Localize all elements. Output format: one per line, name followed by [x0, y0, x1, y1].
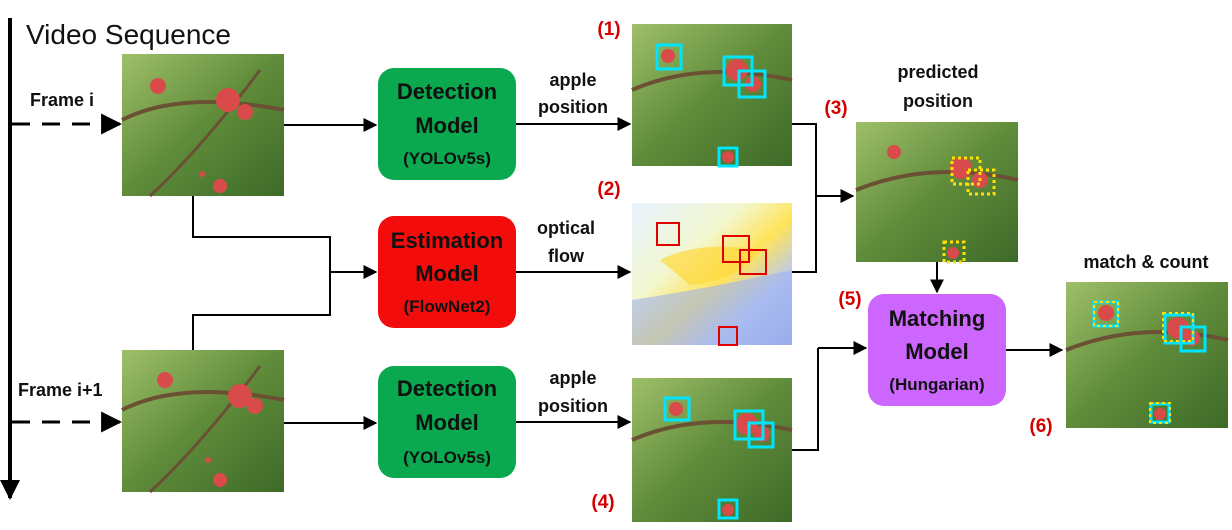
detection-top-title: Detection — [397, 79, 497, 104]
detection-model-top: Detection Model (YOLOv5s) — [378, 68, 516, 180]
apple-position-bottom-label-2: position — [538, 396, 608, 416]
detection-model-bottom: Detection Model (YOLOv5s) — [378, 366, 516, 478]
step-6-number: (6) — [1029, 416, 1052, 437]
apple-position-top-label-2: position — [538, 97, 608, 117]
matching-model-label: Model — [905, 339, 969, 364]
step-2-number: (2) — [597, 179, 620, 200]
estimation-model: Estimation Model (FlowNet2) — [378, 216, 516, 328]
detection-top-sub: (YOLOv5s) — [403, 149, 491, 168]
frame-i1-label: Frame i+1 — [18, 380, 103, 400]
detection-bottom-to-matching-line — [792, 348, 819, 451]
frame-i1-image — [121, 350, 285, 494]
estimation-sub: (FlowNet2) — [404, 297, 491, 316]
detection-bottom-title: Detection — [397, 376, 497, 401]
predicted-label-1: predicted — [897, 62, 978, 82]
match-count-image — [1065, 282, 1229, 428]
matching-model: Matching Model (Hungarian) — [868, 294, 1006, 406]
estimation-model: Model — [415, 261, 479, 286]
step-4-number: (4) — [591, 492, 614, 513]
optical-flow-label-1: optical — [537, 218, 595, 238]
matching-sub: (Hungarian) — [889, 375, 984, 394]
step-5-number: (5) — [838, 289, 861, 310]
frame-i-image — [121, 54, 285, 198]
predicted-label-2: position — [903, 91, 973, 111]
detection-top-model: Model — [415, 113, 479, 138]
step-1-number: (1) — [597, 19, 620, 40]
detection-to-predicted-line — [792, 123, 817, 196]
apple-position-top-label-1: apple — [549, 70, 596, 90]
optical-flow-label-2: flow — [548, 246, 585, 266]
detection-bottom-sub: (YOLOv5s) — [403, 448, 491, 467]
step-3-number: (3) — [824, 98, 847, 119]
estimation-title: Estimation — [391, 228, 503, 253]
match-count-label: match & count — [1083, 252, 1208, 272]
optical-flow-image — [632, 203, 792, 346]
frame-i-to-estimation-line — [192, 196, 331, 272]
matching-title: Matching — [889, 306, 986, 331]
diagram-title: Video Sequence — [26, 19, 231, 50]
detection-result-top-image — [631, 24, 793, 168]
detection-bottom-model: Model — [415, 410, 479, 435]
apple-position-bottom-label-1: apple — [549, 368, 596, 388]
detection-result-bottom-image — [631, 378, 793, 522]
frame-i-label: Frame i — [30, 90, 94, 110]
frame-i1-to-estimation-line — [192, 272, 331, 350]
predicted-position-image — [855, 122, 1019, 264]
flow-to-predicted-line — [792, 196, 817, 273]
